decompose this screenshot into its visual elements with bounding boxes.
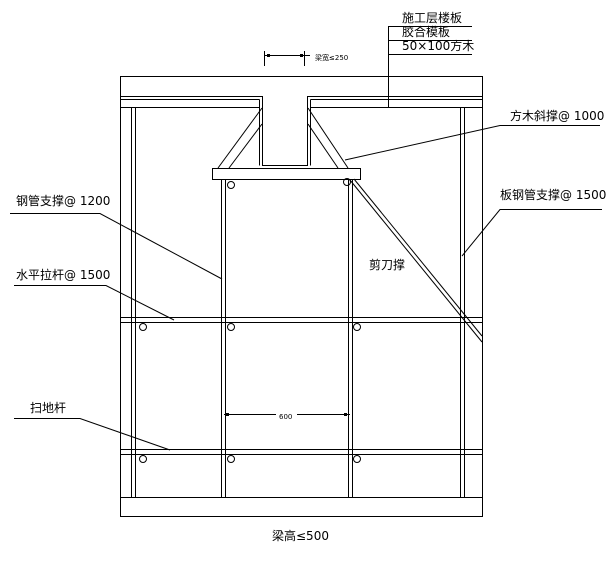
slab-support-leader — [461, 209, 602, 257]
layer-label-leader — [388, 26, 472, 107]
slab-layer-label: 施工层楼板 — [402, 11, 463, 25]
wood-brace — [228, 123, 263, 169]
slab-beam-contour — [120, 96, 483, 166]
timber-layer-label: 50×100方木 — [402, 39, 475, 53]
wood-brace-label: 方木斜撑@ 1000 — [510, 109, 605, 123]
outer-frame — [120, 76, 483, 517]
horizontal-ties — [120, 317, 482, 323]
scissor-brace-label: 剪刀撑 — [369, 258, 406, 272]
outer-posts — [131, 107, 465, 497]
sweep-bar-leader — [14, 418, 171, 451]
horizontal-tie-label: 水平拉杆@ 1500 — [16, 268, 111, 282]
plywood-layer-label: 胶合模板 — [402, 25, 451, 39]
slab-steel-support-label: 板钢管支撑@ 1500 — [500, 188, 607, 202]
beam-posts — [221, 180, 353, 497]
coupler-circles — [139, 178, 361, 463]
beam-bottom-plank — [212, 168, 361, 180]
span-dimension — [224, 413, 350, 416]
wood-brace — [307, 123, 339, 169]
span-label: 600 — [279, 413, 293, 421]
wood-brace — [217, 107, 263, 169]
wood-brace — [307, 107, 349, 169]
beam-width-dimension — [264, 51, 310, 66]
steel-support-label: 钢管支撑@ 1200 — [16, 194, 111, 208]
beam-height-label: 梁高≤500 — [272, 529, 329, 543]
wood-brace-leader — [344, 125, 600, 161]
horizontal-tie-leader — [14, 285, 175, 321]
sweep-bars — [120, 449, 482, 455]
ground-plate — [120, 497, 483, 517]
scissor-brace — [353, 178, 483, 337]
beam-width-label: 梁宽≤250 — [315, 54, 349, 62]
sweep-bar-label: 扫地杆 — [30, 401, 67, 415]
steel-support-leader — [10, 213, 223, 280]
formwork-board — [120, 99, 483, 166]
scissor-brace — [349, 179, 483, 343]
